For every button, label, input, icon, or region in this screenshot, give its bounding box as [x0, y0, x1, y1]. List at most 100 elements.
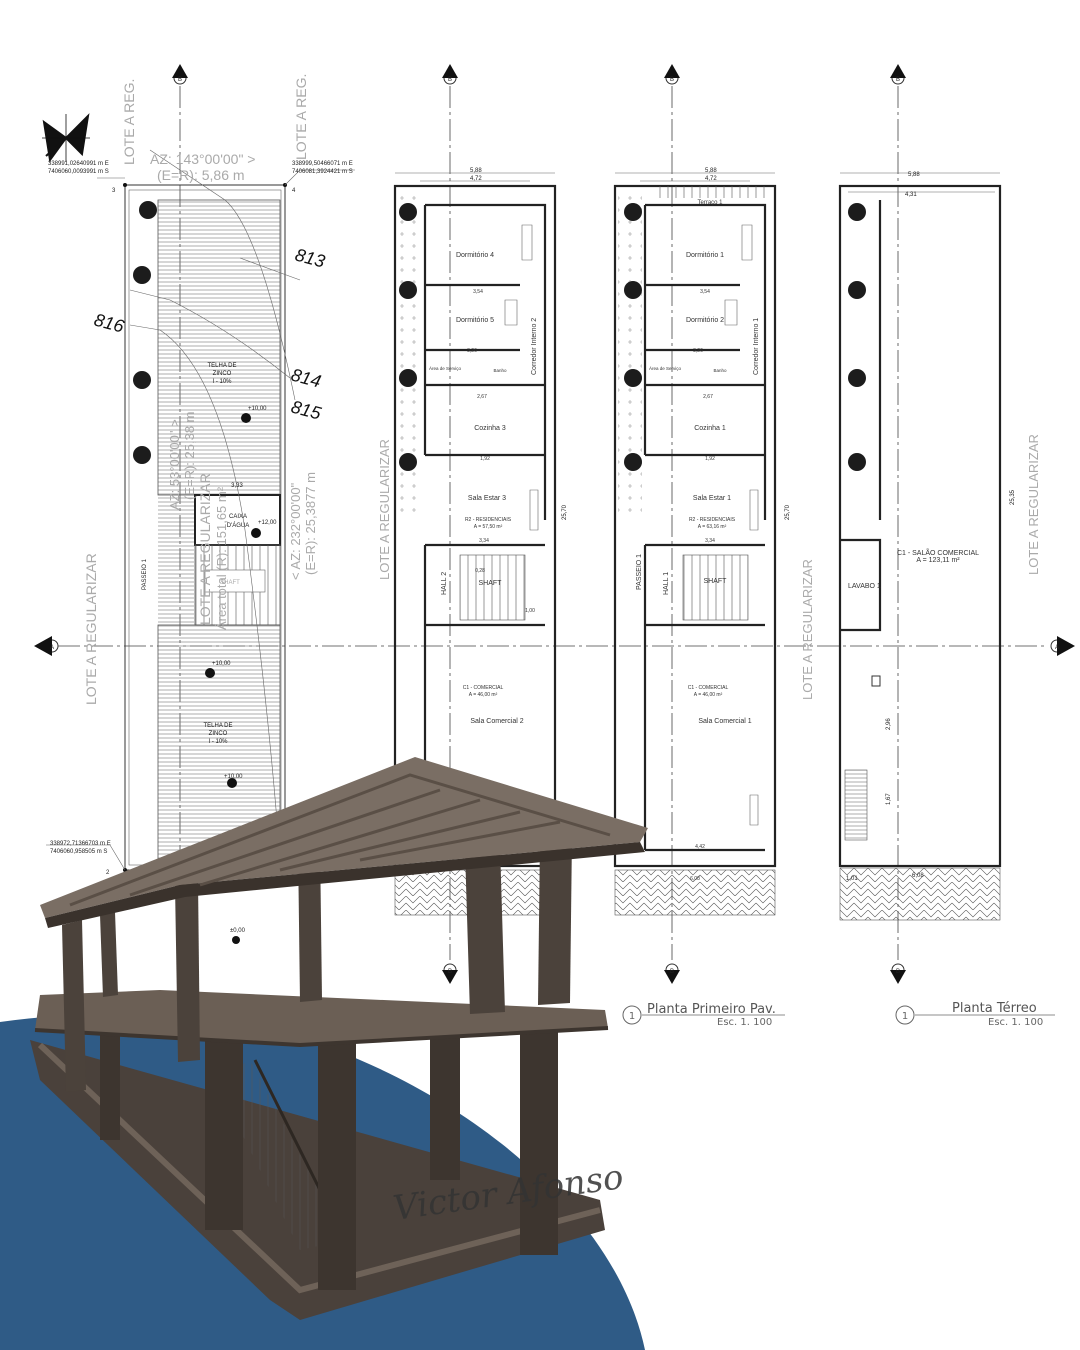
svg-text:Planta Térreo: Planta Térreo — [952, 1001, 1037, 1016]
svg-text:CAIXA: CAIXA — [229, 514, 247, 520]
plan-ground-floor: 5,88 4,31 C1 - SALÃO COMERCIAL A = 123,1… — [838, 172, 1055, 1028]
north-arrow-icon — [42, 113, 90, 163]
svg-text:Terraço 1: Terraço 1 — [697, 200, 723, 206]
svg-text:816: 816 — [92, 310, 127, 337]
svg-text:ZINCO: ZINCO — [209, 731, 228, 737]
svg-text:4,42: 4,42 — [695, 844, 705, 850]
svg-text:I - 10%: I - 10% — [212, 379, 232, 385]
svg-text:A = 123,11 m²: A = 123,11 m² — [916, 557, 960, 564]
svg-text:Área de Serviço: Área de Serviço — [649, 365, 682, 371]
svg-text:Banho: Banho — [713, 368, 727, 373]
svg-text:LOTE A REG.: LOTE A REG. — [293, 74, 309, 160]
svg-text:R2 - RESIDENCIAIS: R2 - RESIDENCIAIS — [689, 517, 736, 523]
svg-text:5,88: 5,88 — [470, 168, 482, 174]
svg-text:Sala Comercial 1: Sala Comercial 1 — [698, 718, 751, 725]
svg-text:338972,71366703 m E: 338972,71366703 m E — [50, 841, 111, 847]
svg-text:+10,00: +10,00 — [212, 661, 231, 667]
svg-text:(E=R): 5,86 m: (E=R): 5,86 m — [157, 167, 245, 183]
svg-text:R2 - RESIDENCIAIS: R2 - RESIDENCIAIS — [465, 517, 512, 523]
svg-text:B: B — [670, 77, 674, 83]
svg-text:B: B — [448, 969, 452, 975]
svg-text:+10,00: +10,00 — [248, 406, 267, 412]
svg-text:Corredor Interno 1: Corredor Interno 1 — [753, 318, 760, 375]
svg-text:SHAFT: SHAFT — [479, 580, 503, 587]
svg-text:Esc. 1. 100: Esc. 1. 100 — [988, 1017, 1043, 1028]
svg-text:+12,00: +12,00 — [258, 520, 277, 526]
svg-text:PASSEIO 1: PASSEIO 1 — [142, 558, 148, 590]
svg-text:LOTE A REGULARIZAR: LOTE A REGULARIZAR — [377, 439, 392, 580]
svg-text:3,54: 3,54 — [700, 289, 710, 295]
svg-text:4: 4 — [292, 188, 296, 194]
svg-text:Dormitório 2: Dormitório 2 — [686, 317, 724, 324]
svg-text:813: 813 — [293, 245, 327, 272]
svg-text:6,08: 6,08 — [690, 876, 700, 882]
svg-text:ZINCO: ZINCO — [213, 371, 232, 377]
svg-text:338991,02640991 m E: 338991,02640991 m E — [48, 161, 109, 167]
svg-text:Dormitório 1: Dormitório 1 — [686, 252, 724, 259]
svg-text:A = 57,50 m²: A = 57,50 m² — [474, 524, 503, 530]
svg-text:D'ÁGUA: D'ÁGUA — [227, 522, 249, 529]
svg-text:B: B — [896, 77, 900, 83]
svg-text:LOTE A REGULARIZAR: LOTE A REGULARIZAR — [800, 559, 815, 700]
svg-text:HALL 1: HALL 1 — [663, 572, 670, 595]
svg-text:Esc. 1. 100: Esc. 1. 100 — [717, 1017, 772, 1028]
structure-3d-render — [30, 757, 648, 1320]
svg-text:SHAFT: SHAFT — [220, 580, 240, 586]
svg-text:C1 - COMERCIAL: C1 - COMERCIAL — [463, 685, 504, 691]
svg-text:Sala Estar 1: Sala Estar 1 — [693, 495, 731, 502]
svg-text:LAVABO 1: LAVABO 1 — [848, 583, 881, 590]
svg-text:I - 10%: I - 10% — [208, 739, 228, 745]
svg-text:1,00: 1,00 — [525, 608, 535, 614]
svg-text:C1 - SALÃO COMERCIAL: C1 - SALÃO COMERCIAL — [897, 548, 979, 557]
svg-text:4,31: 4,31 — [905, 192, 917, 198]
svg-text:TELHA DE: TELHA DE — [203, 723, 232, 729]
svg-text:A: A — [1055, 645, 1059, 651]
svg-text:Corredor Interno 2: Corredor Interno 2 — [531, 318, 538, 375]
svg-text:1: 1 — [629, 1011, 635, 1022]
svg-text:3,26: 3,26 — [467, 348, 477, 354]
svg-text:PASSEIO 1: PASSEIO 1 — [636, 554, 643, 590]
svg-text:3,34: 3,34 — [705, 538, 715, 544]
svg-text:2,96: 2,96 — [886, 718, 892, 730]
svg-text:3,34: 3,34 — [479, 538, 489, 544]
svg-text:(E=R): 25,38 m: (E=R): 25,38 m — [182, 411, 197, 500]
svg-text:B: B — [178, 77, 182, 83]
svg-text:7406060,0093991 m S: 7406060,0093991 m S — [48, 169, 109, 175]
svg-text:3,33: 3,33 — [231, 483, 243, 489]
svg-text:Cozinha 3: Cozinha 3 — [474, 425, 506, 432]
svg-text:1: 1 — [902, 1011, 908, 1022]
svg-text:814: 814 — [289, 365, 323, 392]
svg-text:A = 46,00 m²: A = 46,00 m² — [694, 692, 723, 698]
svg-text:B: B — [896, 969, 900, 975]
svg-text:C1 - COMERCIAL: C1 - COMERCIAL — [688, 685, 729, 691]
svg-text:4,72: 4,72 — [470, 176, 482, 182]
svg-text:815: 815 — [289, 397, 324, 424]
svg-text:1,67: 1,67 — [886, 793, 892, 805]
svg-text:SHAFT: SHAFT — [704, 578, 728, 585]
svg-text:TELHA DE: TELHA DE — [207, 363, 236, 369]
svg-text:3,26: 3,26 — [693, 348, 703, 354]
svg-text:±0,00: ±0,00 — [230, 928, 246, 934]
plan-first-floor: 5,88 4,72 Terraço 1 Dormitório 1 Dormitó… — [613, 168, 815, 1028]
svg-text:6,08: 6,08 — [912, 873, 924, 879]
svg-text:(E=R): 25,3877 m: (E=R): 25,3877 m — [303, 472, 318, 575]
svg-text:A = 46,00 m²: A = 46,00 m² — [469, 692, 498, 698]
svg-text:LOTE A REG.: LOTE A REG. — [121, 79, 137, 165]
svg-text:B: B — [670, 969, 674, 975]
svg-text:3: 3 — [112, 188, 116, 194]
svg-text:Planta Primeiro Pav.: Planta Primeiro Pav. — [647, 1002, 776, 1017]
svg-text:338999,50466071 m E: 338999,50466071 m E — [292, 161, 353, 167]
svg-text:Banho: Banho — [493, 368, 507, 373]
svg-text:LOTE A REGULARIZAR: LOTE A REGULARIZAR — [1026, 434, 1041, 575]
svg-text:Dormitório 4: Dormitório 4 — [456, 252, 494, 259]
svg-text:+10,00: +10,00 — [224, 774, 243, 780]
svg-text:Dormitório 5: Dormitório 5 — [456, 317, 494, 324]
site-plan: LOTE A REG. LOTE A REG. LOTE A REGULARIZ… — [42, 74, 355, 944]
svg-text:2: 2 — [106, 870, 110, 876]
svg-text:5,88: 5,88 — [908, 172, 920, 178]
svg-text:1,92: 1,92 — [480, 456, 490, 462]
svg-text:Sala Comercial 2: Sala Comercial 2 — [470, 718, 523, 725]
svg-text:1,01: 1,01 — [846, 876, 858, 882]
svg-text:HALL 2: HALL 2 — [441, 572, 448, 595]
